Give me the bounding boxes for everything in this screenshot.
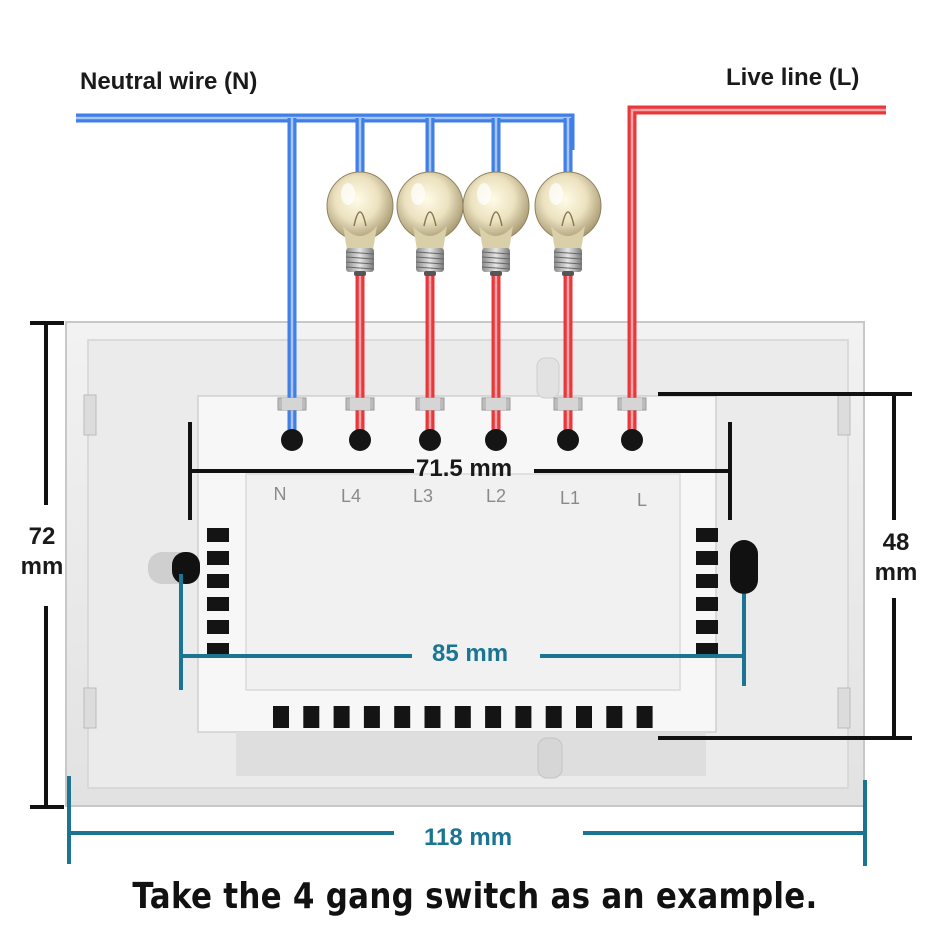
dimension-48mm — [658, 392, 912, 740]
terminal-screw — [345, 397, 375, 451]
terminal-label-l3: L3 — [412, 486, 434, 506]
vent-slot — [606, 706, 623, 728]
vent-slot — [696, 528, 718, 542]
vent-slot — [454, 706, 471, 728]
vent-slot — [515, 706, 532, 728]
dimension-85mm — [179, 574, 746, 690]
caption: Take the 4 gang switch as an example. — [132, 876, 818, 917]
terminal-label-l1: L1 — [559, 488, 581, 508]
terminal-screw — [617, 397, 647, 451]
terminal-screw — [415, 397, 445, 451]
dimension-48mm-value: 48 — [882, 529, 910, 556]
dimension-72mm-label: 72 mm — [6, 522, 78, 582]
bulb-icon — [326, 171, 394, 276]
dimension-72mm-value: 72 — [28, 523, 56, 550]
live-line-wire — [627, 105, 886, 438]
vent-slots-right — [696, 528, 718, 657]
dimension-72mm — [30, 321, 64, 809]
vent-slot — [696, 643, 718, 657]
vent-slot — [696, 574, 718, 588]
vent-slot — [696, 551, 718, 565]
vent-slots-bottom — [273, 706, 653, 728]
vent-slot — [696, 620, 718, 634]
bulb-icon — [534, 171, 602, 276]
dimension-85mm-label: 85 mm — [432, 640, 509, 667]
vent-slot — [207, 574, 229, 588]
dimension-48mm-label: 48 mm — [860, 528, 932, 588]
vent-slot — [636, 706, 653, 728]
vent-slot — [207, 528, 229, 542]
live-line-label: Live line (L) — [726, 64, 860, 91]
vent-slot — [207, 620, 229, 634]
terminal-label-l: L — [636, 490, 647, 510]
dimension-72mm-unit: mm — [20, 553, 64, 580]
dimension-118mm — [67, 776, 867, 866]
vent-slots-left — [207, 528, 229, 657]
vent-slot — [424, 706, 441, 728]
terminal-screw — [277, 397, 307, 451]
vent-slot — [696, 597, 718, 611]
vent-slot — [303, 706, 320, 728]
vent-slot — [363, 706, 380, 728]
vent-slot — [207, 551, 229, 565]
vent-slot — [273, 706, 289, 728]
terminal-screws — [277, 397, 647, 451]
mounting-hole-right — [730, 540, 758, 594]
vent-slot — [485, 706, 502, 728]
vent-slot — [207, 597, 229, 611]
vent-slot — [545, 706, 562, 728]
vent-slot — [394, 706, 411, 728]
vent-slot — [207, 643, 229, 657]
terminal-label-l4: L4 — [340, 486, 362, 506]
vent-slot — [333, 706, 350, 728]
vent-slot — [576, 706, 592, 728]
dimension-118mm-label: 118 mm — [424, 824, 513, 851]
terminal-screw — [553, 397, 583, 451]
terminal-label-l2: L2 — [485, 486, 507, 506]
terminal-screw — [481, 397, 511, 451]
dimension-71-5mm — [188, 422, 732, 520]
terminal-label-n: N — [273, 484, 287, 504]
bulbs — [326, 171, 602, 276]
bulb-icon — [396, 171, 464, 276]
dimension-71-5mm-label: 71.5 mm — [416, 455, 513, 482]
neutral-wire-label: Neutral wire (N) — [80, 68, 258, 95]
dimension-48mm-unit: mm — [874, 559, 918, 586]
mounting-hole-left — [148, 552, 200, 584]
bulb-icon — [462, 171, 530, 276]
